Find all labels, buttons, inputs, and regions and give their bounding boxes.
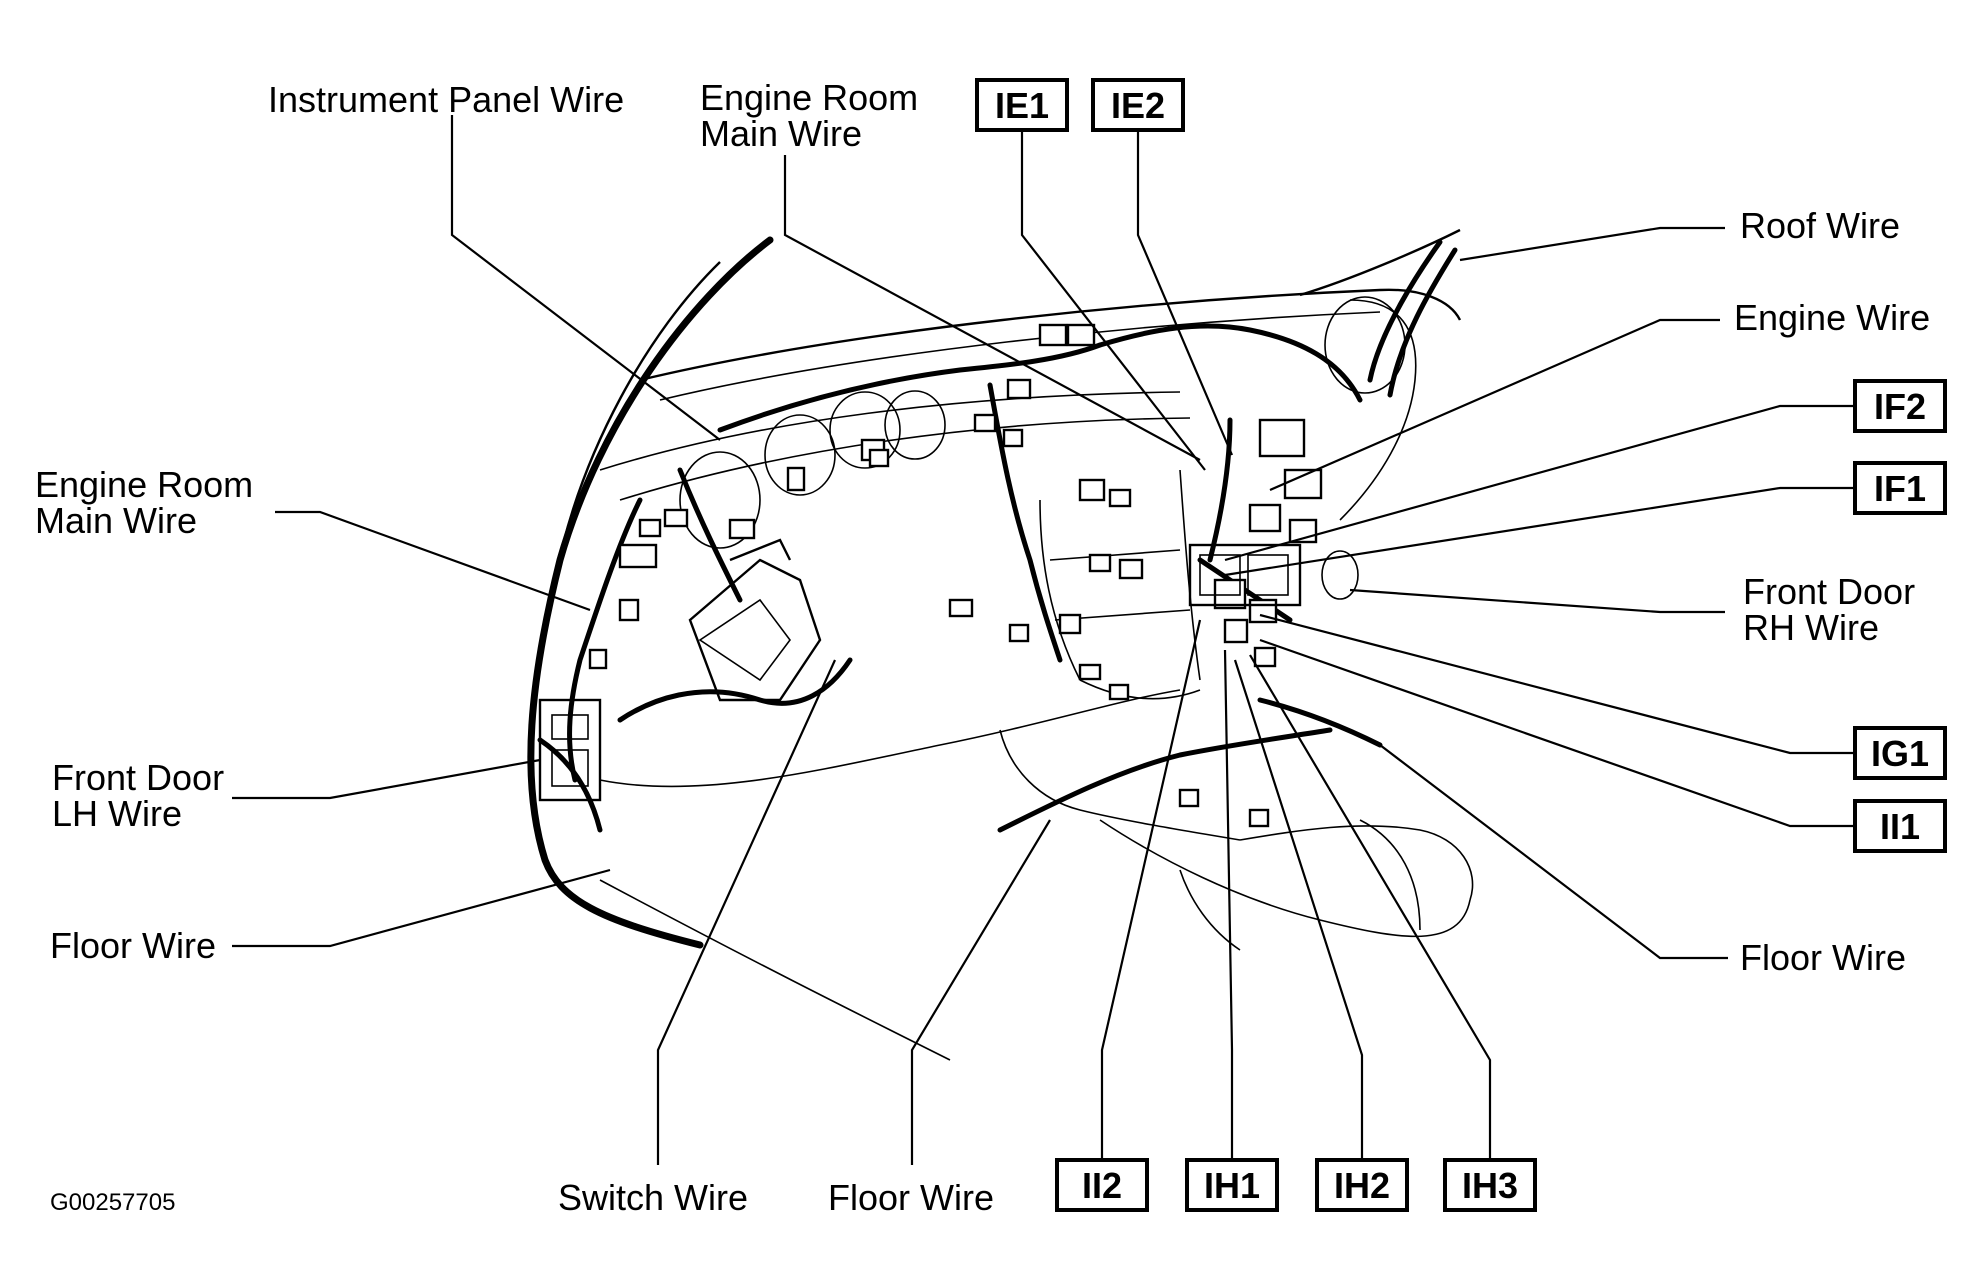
label-floor-wire-right: Floor Wire — [1740, 937, 1906, 978]
connector-ig1: IG1 — [1853, 726, 1947, 780]
svg-text:IE1: IE1 — [995, 85, 1049, 126]
connector-ii1: II1 — [1853, 799, 1947, 853]
dashboard-illustration — [527, 228, 1474, 1061]
connector-if2: IF2 — [1853, 379, 1947, 433]
svg-text:IH1: IH1 — [1204, 1165, 1260, 1206]
connector-ii2: II2 — [1055, 1158, 1149, 1212]
connector-ie2: IE2 — [1091, 78, 1185, 132]
label-front-door-rh-wire-line2: RH Wire — [1743, 607, 1879, 648]
label-front-door-lh-wire-line2: LH Wire — [52, 793, 182, 834]
svg-text:IF1: IF1 — [1874, 468, 1926, 509]
connector-ih1: IH1 — [1185, 1158, 1279, 1212]
svg-text:IH3: IH3 — [1462, 1165, 1518, 1206]
label-engine-room-main-wire-top-line1: Engine Room — [700, 77, 918, 118]
label-instrument-panel-wire: Instrument Panel Wire — [268, 79, 624, 120]
figure-code: G00257705 — [50, 1189, 175, 1216]
label-engine-wire: Engine Wire — [1734, 297, 1930, 338]
label-engine-room-main-wire-left-line1: Engine Room — [35, 464, 253, 505]
connector-boxes: IE1 IE2 IF2 IF1 IG1 II1 II2 IH1 — [975, 78, 1947, 1212]
label-floor-wire-left: Floor Wire — [50, 925, 216, 966]
svg-text:II1: II1 — [1880, 806, 1920, 847]
label-engine-room-main-wire-left-line2: Main Wire — [35, 500, 197, 541]
svg-text:II2: II2 — [1082, 1165, 1122, 1206]
svg-text:IE2: IE2 — [1111, 85, 1165, 126]
leader-lines — [232, 115, 1855, 1165]
label-front-door-rh-wire-line1: Front Door — [1743, 571, 1915, 612]
label-engine-room-main-wire-top-line2: Main Wire — [700, 113, 862, 154]
connector-ih2: IH2 — [1315, 1158, 1409, 1212]
label-roof-wire: Roof Wire — [1740, 205, 1900, 246]
label-floor-wire-bottom: Floor Wire — [828, 1177, 994, 1218]
connector-if1: IF1 — [1853, 461, 1947, 515]
svg-text:IH2: IH2 — [1334, 1165, 1390, 1206]
svg-text:IG1: IG1 — [1871, 733, 1929, 774]
connector-ie1: IE1 — [975, 78, 1069, 132]
connector-ih3: IH3 — [1443, 1158, 1537, 1212]
label-switch-wire: Switch Wire — [558, 1177, 748, 1218]
svg-text:IF2: IF2 — [1874, 386, 1926, 427]
label-front-door-lh-wire-line1: Front Door — [52, 757, 224, 798]
wire-labels: Instrument Panel Wire Engine Room Main W… — [35, 77, 1930, 1218]
